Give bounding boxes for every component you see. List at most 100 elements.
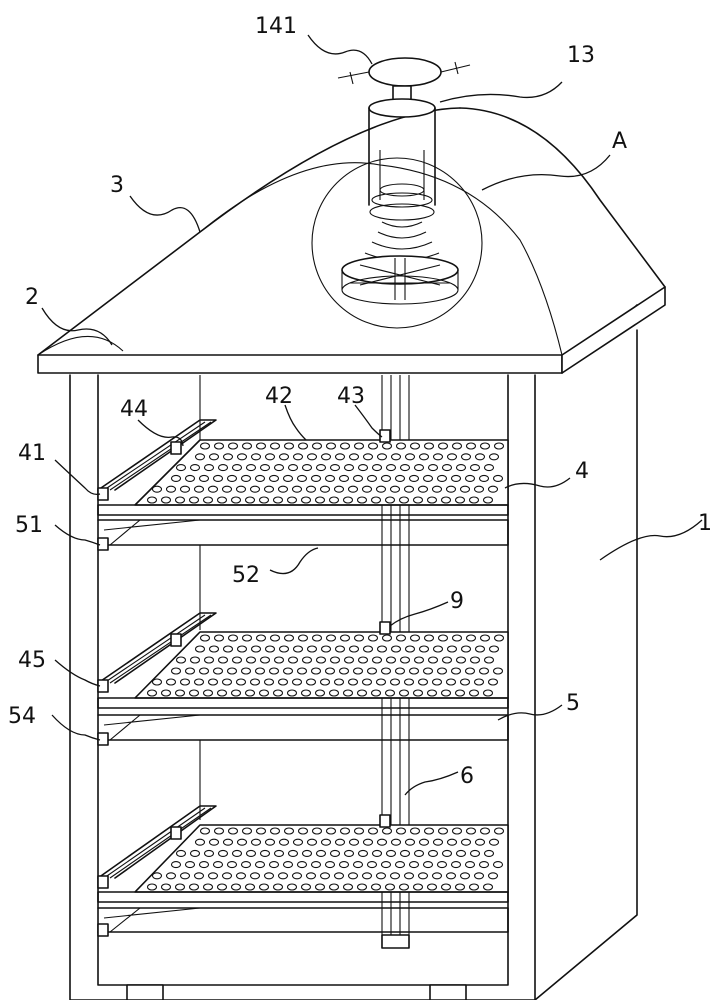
perforation-hole [348,838,360,846]
perforation-hole [269,827,281,835]
perforation-hole [474,645,486,653]
perforation-hole [473,872,485,880]
perforation-hole [277,485,289,493]
shelf-2 [97,612,509,746]
perforation-hole [384,883,396,891]
perforation-hole [404,838,416,846]
perforation-hole [427,656,439,664]
perforation-hole [390,645,402,653]
perforation-hole [338,667,350,675]
perforation-hole [460,645,472,653]
perforation-hole [278,453,290,461]
perforation-hole [199,634,211,642]
perforation-hole [184,474,196,482]
label-44: 44 [120,397,148,422]
label-3: 3 [110,173,124,198]
perforation-hole [189,849,201,857]
perforation-hole [325,634,337,642]
perforation-hole [287,656,299,664]
perforation-hole [366,667,378,675]
perforation-hole [212,667,224,675]
perforation-hole [263,872,275,880]
perforation-hole [361,872,373,880]
perforation-hole [409,442,421,450]
perforation-hole [160,883,172,891]
perforation-hole [282,861,294,869]
perforation-hole [227,442,239,450]
perforation-hole [268,667,280,675]
perforation-hole [339,634,351,642]
perforation-hole [334,838,346,846]
perforation-hole [432,453,444,461]
perforation-hole [179,872,191,880]
perforation-hole [483,849,495,857]
perforation-hole [291,872,303,880]
perforation-hole [269,442,281,450]
perforation-hole [348,453,360,461]
perforation-hole [292,453,304,461]
perforation-hole [376,453,388,461]
perforation-hole [250,453,262,461]
perforation-hole [413,656,425,664]
perforation-hole [278,645,290,653]
perforation-hole [394,474,406,482]
perforation-hole [325,827,337,835]
perforation-hole [347,485,359,493]
perforation-hole [165,872,177,880]
label-54: 54 [8,704,36,729]
perforation-hole [329,849,341,857]
perforation-hole [165,485,177,493]
perforation-hole [216,883,228,891]
perforation-hole [213,442,225,450]
perforation-hole [231,849,243,857]
perforation-hole [342,689,354,697]
perforation-hole [427,464,439,472]
perforation-hole [151,485,163,493]
perforation-hole [175,656,187,664]
perforation-hole [202,689,214,697]
perforation-hole [445,872,457,880]
perforation-hole [245,464,257,472]
perforation-hole [395,442,407,450]
perforation-hole [314,883,326,891]
perforation-hole [455,656,467,664]
perforation-hole [179,485,191,493]
perforation-hole [366,474,378,482]
perforation-hole [333,872,345,880]
perforation-hole [324,474,336,482]
perforation-hole [188,496,200,504]
perforation-hole [254,861,266,869]
perforation-hole [283,827,295,835]
perforation-hole [188,883,200,891]
perforation-hole [380,474,392,482]
perforation-hole [450,667,462,675]
perforation-hole [240,667,252,675]
perforation-hole [230,689,242,697]
perforation-hole [483,464,495,472]
perforation-hole [287,464,299,472]
perforation-hole [236,645,248,653]
perforation-hole [483,656,495,664]
perforation-hole [492,861,504,869]
perforation-hole [306,645,318,653]
perforation-hole [300,689,312,697]
perforation-hole [301,656,313,664]
perforation-hole [199,442,211,450]
perforation-hole [194,453,206,461]
perforation-hole [409,827,421,835]
perforation-hole [422,474,434,482]
perforation-hole [426,689,438,697]
perforation-hole [362,838,374,846]
perforation-hole [315,849,327,857]
perforation-hole [319,485,331,493]
perforation-hole [451,827,463,835]
perforation-hole [264,453,276,461]
perforation-hole [399,656,411,664]
perforation-hole [146,689,158,697]
perforation-hole [347,678,359,686]
perforation-hole [459,485,471,493]
perforation-hole [272,689,284,697]
perforation-hole [184,667,196,675]
perforation-hole [474,838,486,846]
perforation-hole [376,838,388,846]
